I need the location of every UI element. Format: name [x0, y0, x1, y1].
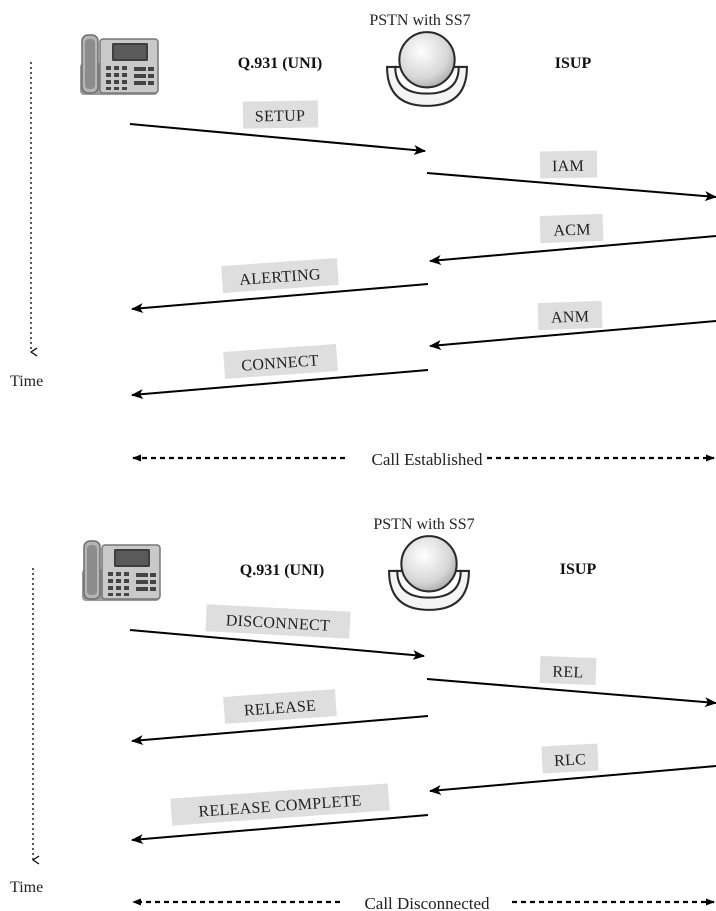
message-arrow: [426, 172, 716, 202]
message-release: RELEASE: [131, 689, 429, 746]
message-arrow: [129, 123, 426, 155]
message-arrow: [131, 715, 429, 746]
right-protocol-label: ISUP: [555, 55, 592, 72]
desk-phone-icon: [81, 540, 161, 602]
message-rel: REL: [426, 656, 716, 708]
left-protocol-label: Q.931 (UNI): [238, 55, 322, 72]
time-label: Time: [10, 373, 43, 390]
left-protocol-label: Q.931 (UNI): [240, 562, 324, 579]
status-label: Call Disconnected: [364, 894, 490, 911]
message-connect: CONNECT: [131, 344, 429, 400]
message-rlc: RLC: [429, 743, 716, 796]
message-label: RLC: [554, 751, 587, 770]
message-arrow: [131, 814, 429, 845]
message-anm: ANM: [429, 300, 716, 351]
message-label: ALERTING: [239, 266, 322, 289]
call-status-disconnected: Call Disconnected: [132, 894, 715, 911]
right-protocol-label: ISUP: [560, 561, 597, 578]
message-label: RELEASE: [243, 697, 316, 719]
message-arrow: [429, 765, 716, 796]
status-label: Call Established: [372, 450, 483, 469]
message-setup: SETUP: [129, 100, 426, 155]
message-label: ACM: [553, 221, 591, 239]
message-release-complete: RELEASE COMPLETE: [131, 783, 429, 845]
ss7-switch-icon: [388, 535, 470, 611]
network-label: PSTN with SS7: [373, 516, 474, 533]
message-label: ANM: [551, 308, 590, 326]
message-arrow: [131, 369, 429, 400]
message-arrow: [129, 629, 425, 661]
message-arrow: [131, 283, 429, 314]
message-label: REL: [552, 663, 584, 681]
desk-phone-icon: [79, 34, 159, 96]
message-label: DISCONNECT: [225, 612, 330, 634]
ss7-switch-icon: [386, 31, 468, 107]
message-iam: IAM: [426, 150, 716, 202]
time-label: Time: [10, 879, 43, 896]
network-label: PSTN with SS7: [369, 12, 470, 29]
message-label: IAM: [552, 158, 584, 176]
message-alerting: ALERTING: [131, 257, 429, 314]
message-acm: ACM: [429, 213, 716, 266]
message-arrow: [426, 678, 716, 708]
call-status-established: Call Established: [132, 450, 715, 469]
message-label: SETUP: [255, 108, 306, 126]
message-label: CONNECT: [241, 352, 320, 374]
call-release-panel: PSTN with SS7 Q.931 (UNI) ISUP Time DISC…: [10, 516, 716, 911]
message-arrow: [429, 320, 716, 351]
call-setup-panel: PSTN with SS7 Q.931 (UNI) ISUP Time SETU…: [10, 12, 716, 469]
message-arrow: [429, 235, 716, 266]
message-disconnect: DISCONNECT: [129, 604, 425, 661]
